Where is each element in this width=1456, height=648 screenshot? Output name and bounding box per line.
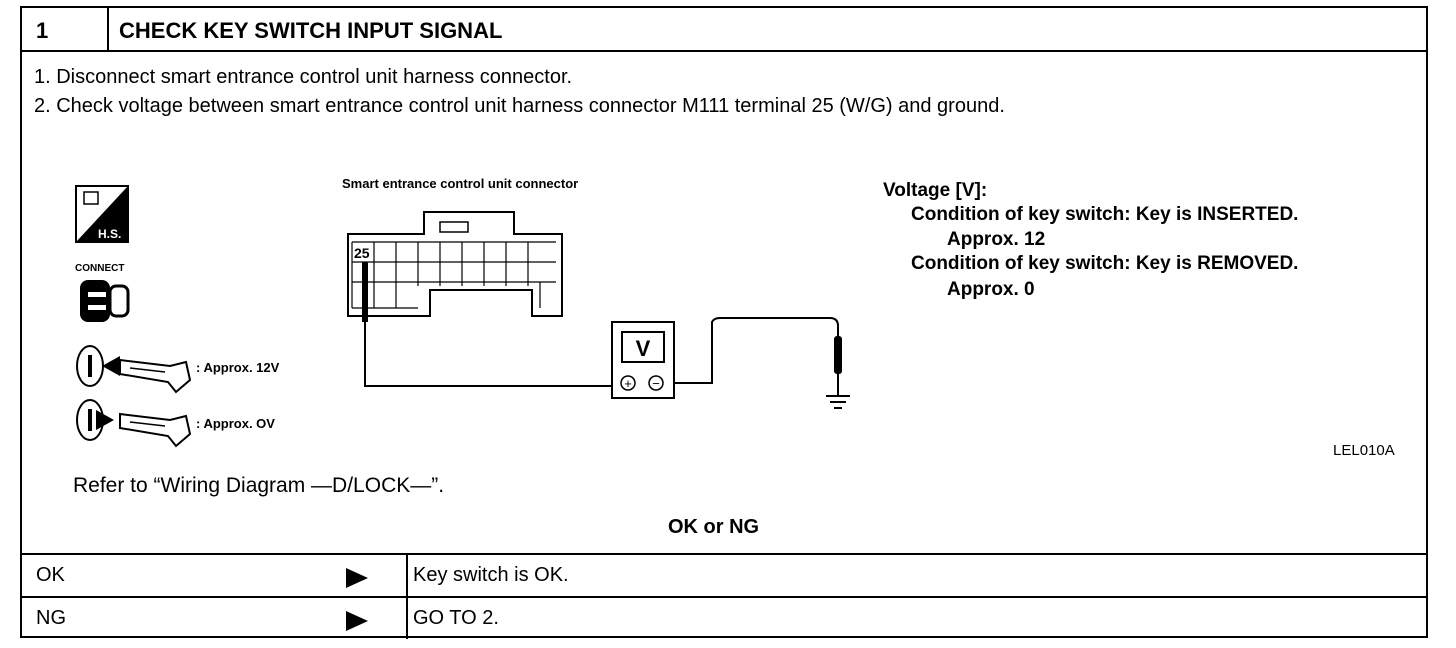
meter-minus-terminal: − (652, 376, 660, 391)
result-key: NG (36, 607, 66, 629)
column-divider (406, 555, 408, 596)
connector-m111: 25 (347, 211, 563, 317)
step-title: CHECK KEY SWITCH INPUT SIGNAL (119, 18, 503, 43)
key-inserted-voltage: : Approx. 12V (196, 360, 280, 375)
terminal-25-label: 25 (354, 245, 370, 261)
step-number: 1 (36, 18, 49, 43)
key-inserted-icon (76, 345, 192, 394)
voltage-condition-inserted: Condition of key switch: Key is INSERTED… (911, 204, 1299, 225)
voltage-value-inserted: Approx. 12 (947, 229, 1046, 250)
result-row-ng: NG GO TO 2. (20, 596, 1428, 639)
column-divider (406, 598, 408, 639)
key-removed-icon (76, 399, 192, 448)
key-removed-voltage: : Approx. OV (196, 416, 275, 431)
voltage-title: Voltage [V]: (883, 180, 988, 201)
step-title-cell: CHECK KEY SWITCH INPUT SIGNAL (107, 6, 1428, 52)
voltmeter: V + − (611, 321, 675, 399)
result-value: GO TO 2. (413, 607, 499, 629)
step-number-cell: 1 (20, 6, 109, 52)
decision-label: OK or NG (668, 516, 760, 538)
positive-probe (362, 262, 612, 387)
result-value: Key switch is OK. (413, 564, 569, 586)
connector-label: Smart entrance control unit connector (342, 176, 579, 191)
voltage-value-removed: Approx. 0 (947, 279, 1035, 300)
instruction-step-2: 2. Check voltage between smart entrance … (34, 95, 1005, 117)
connect-icon (80, 280, 130, 322)
ground-icon (826, 395, 850, 409)
connect-label: CONNECT (75, 263, 125, 274)
hs-label: H.S. (98, 227, 121, 241)
instruction-step-1: 1. Disconnect smart entrance control uni… (34, 66, 573, 88)
arrow-right-icon (346, 611, 368, 631)
voltage-condition-removed: Condition of key switch: Key is REMOVED. (911, 253, 1299, 274)
figure-code: LEL010A (1333, 442, 1395, 459)
arrow-right-icon (346, 568, 368, 588)
voltmeter-v-label: V (636, 336, 651, 361)
wiring-diagram-reference: Refer to “Wiring Diagram —D/LOCK—”. (73, 474, 445, 497)
meter-plus-terminal: + (624, 376, 632, 391)
negative-probe (674, 317, 842, 396)
result-key: OK (36, 564, 65, 586)
harness-side-icon: H.S. (75, 185, 129, 243)
result-row-ok: OK Key switch is OK. (20, 553, 1428, 596)
